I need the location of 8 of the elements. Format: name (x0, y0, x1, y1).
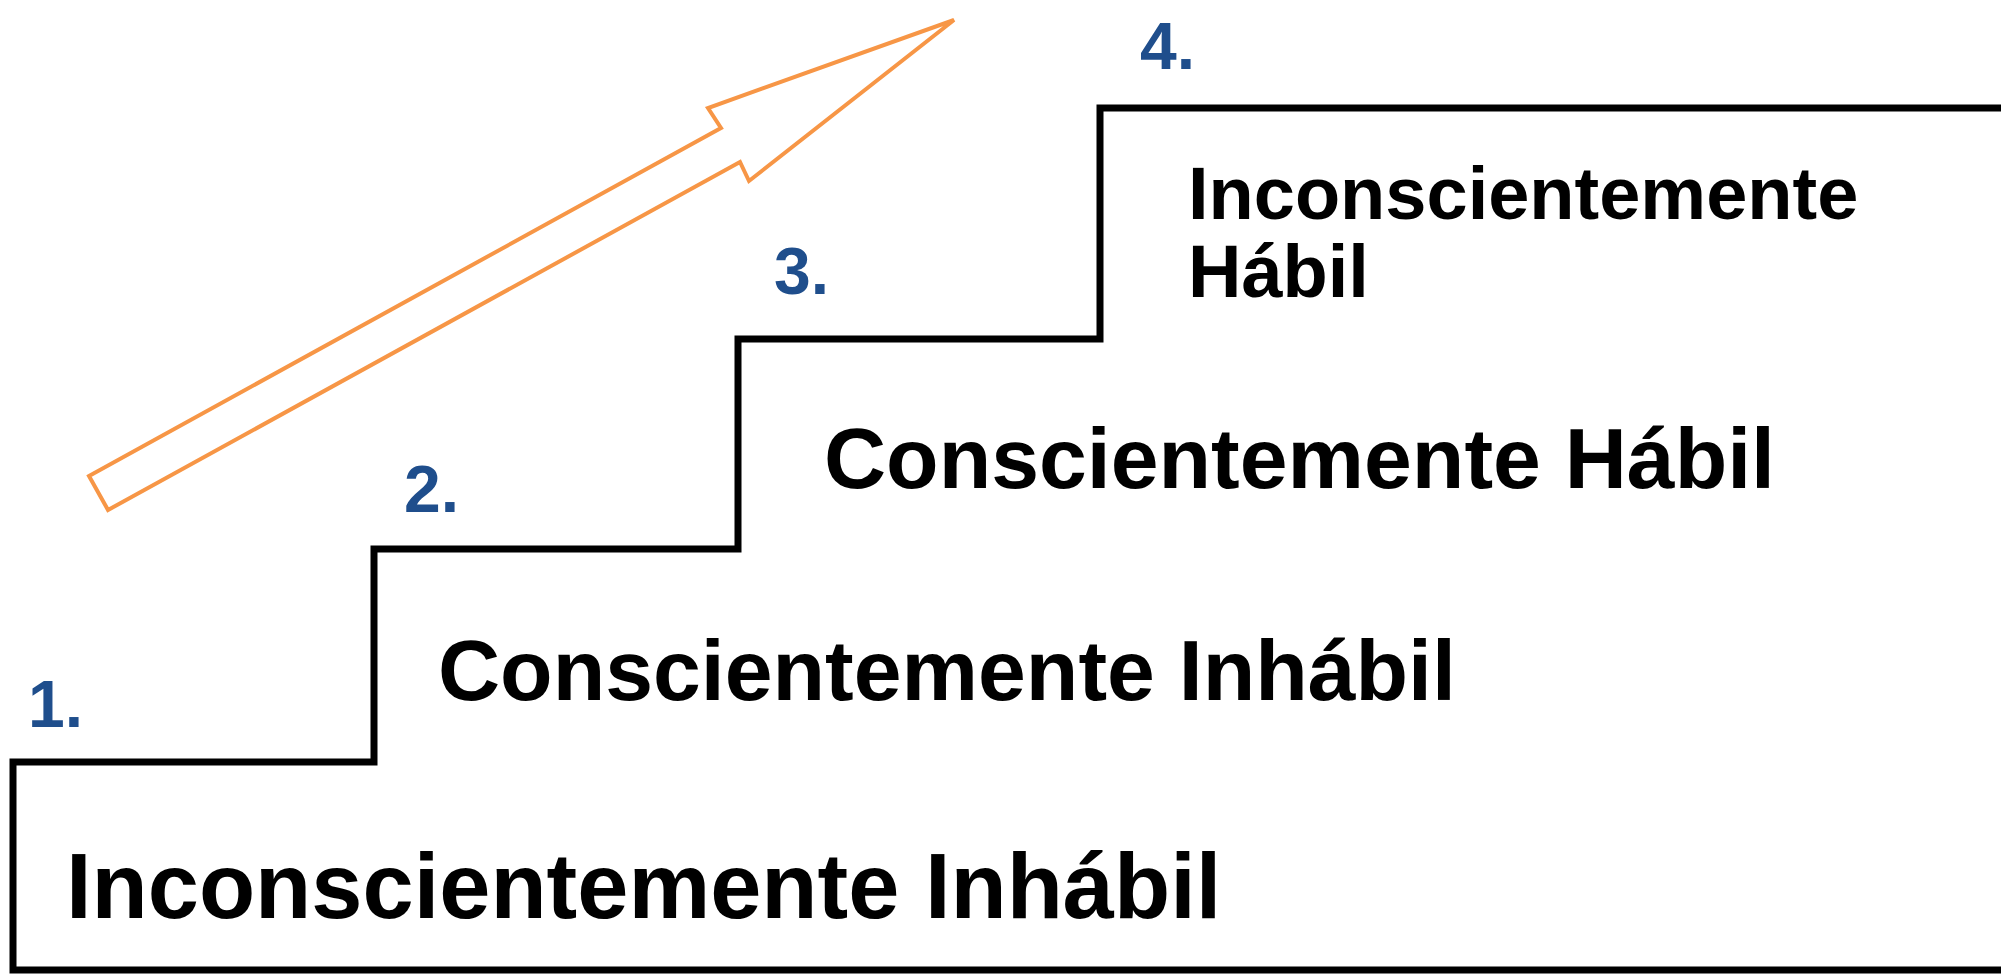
stage-label: Conscientemente Inhábil (438, 625, 1456, 716)
stage-label: Conscientemente Hábil (824, 413, 1775, 504)
stage-label: Inconscientemente Hábil (1188, 155, 1860, 311)
step-number: 4. (1140, 12, 1196, 82)
step-number: 1. (28, 670, 84, 740)
step-number: 2. (404, 455, 460, 525)
stage-label: Inconscientemente Inhábil (66, 838, 1222, 935)
step-number: 3. (774, 237, 830, 307)
